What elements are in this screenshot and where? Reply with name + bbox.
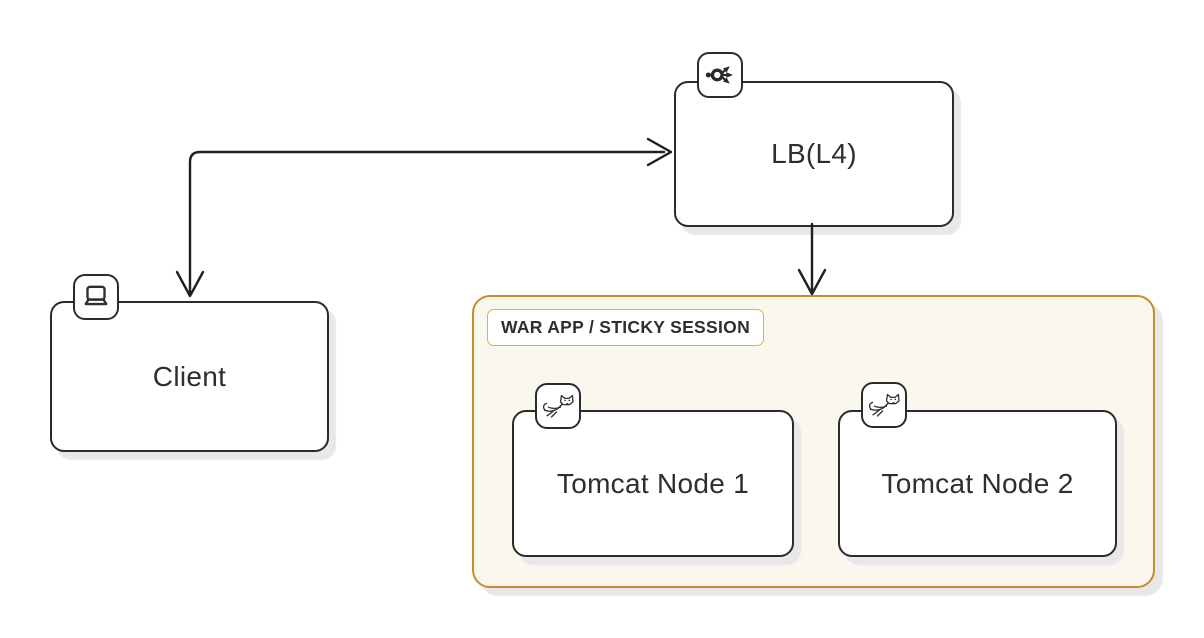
- tomcat-icon: [535, 383, 581, 429]
- edge-lb-group: [797, 222, 827, 296]
- node-tomcat-2: Tomcat Node 2: [838, 410, 1117, 557]
- node-tomcat-1-label: Tomcat Node 1: [556, 467, 750, 499]
- node-client-label: Client: [152, 360, 227, 392]
- edge-client-lb: [175, 137, 673, 298]
- node-tomcat-2-label: Tomcat Node 2: [881, 467, 1074, 499]
- load-balancer-icon: [697, 52, 743, 98]
- tomcat-icon: [861, 382, 907, 428]
- group-label: WAR APP / STICKY SESSION: [487, 309, 765, 346]
- node-load-balancer: LB(L4): [674, 81, 954, 227]
- node-load-balancer-label: LB(L4): [771, 138, 857, 169]
- node-tomcat-1: Tomcat Node 1: [512, 410, 794, 557]
- laptop-icon: [73, 274, 119, 320]
- node-client: Client: [50, 301, 329, 452]
